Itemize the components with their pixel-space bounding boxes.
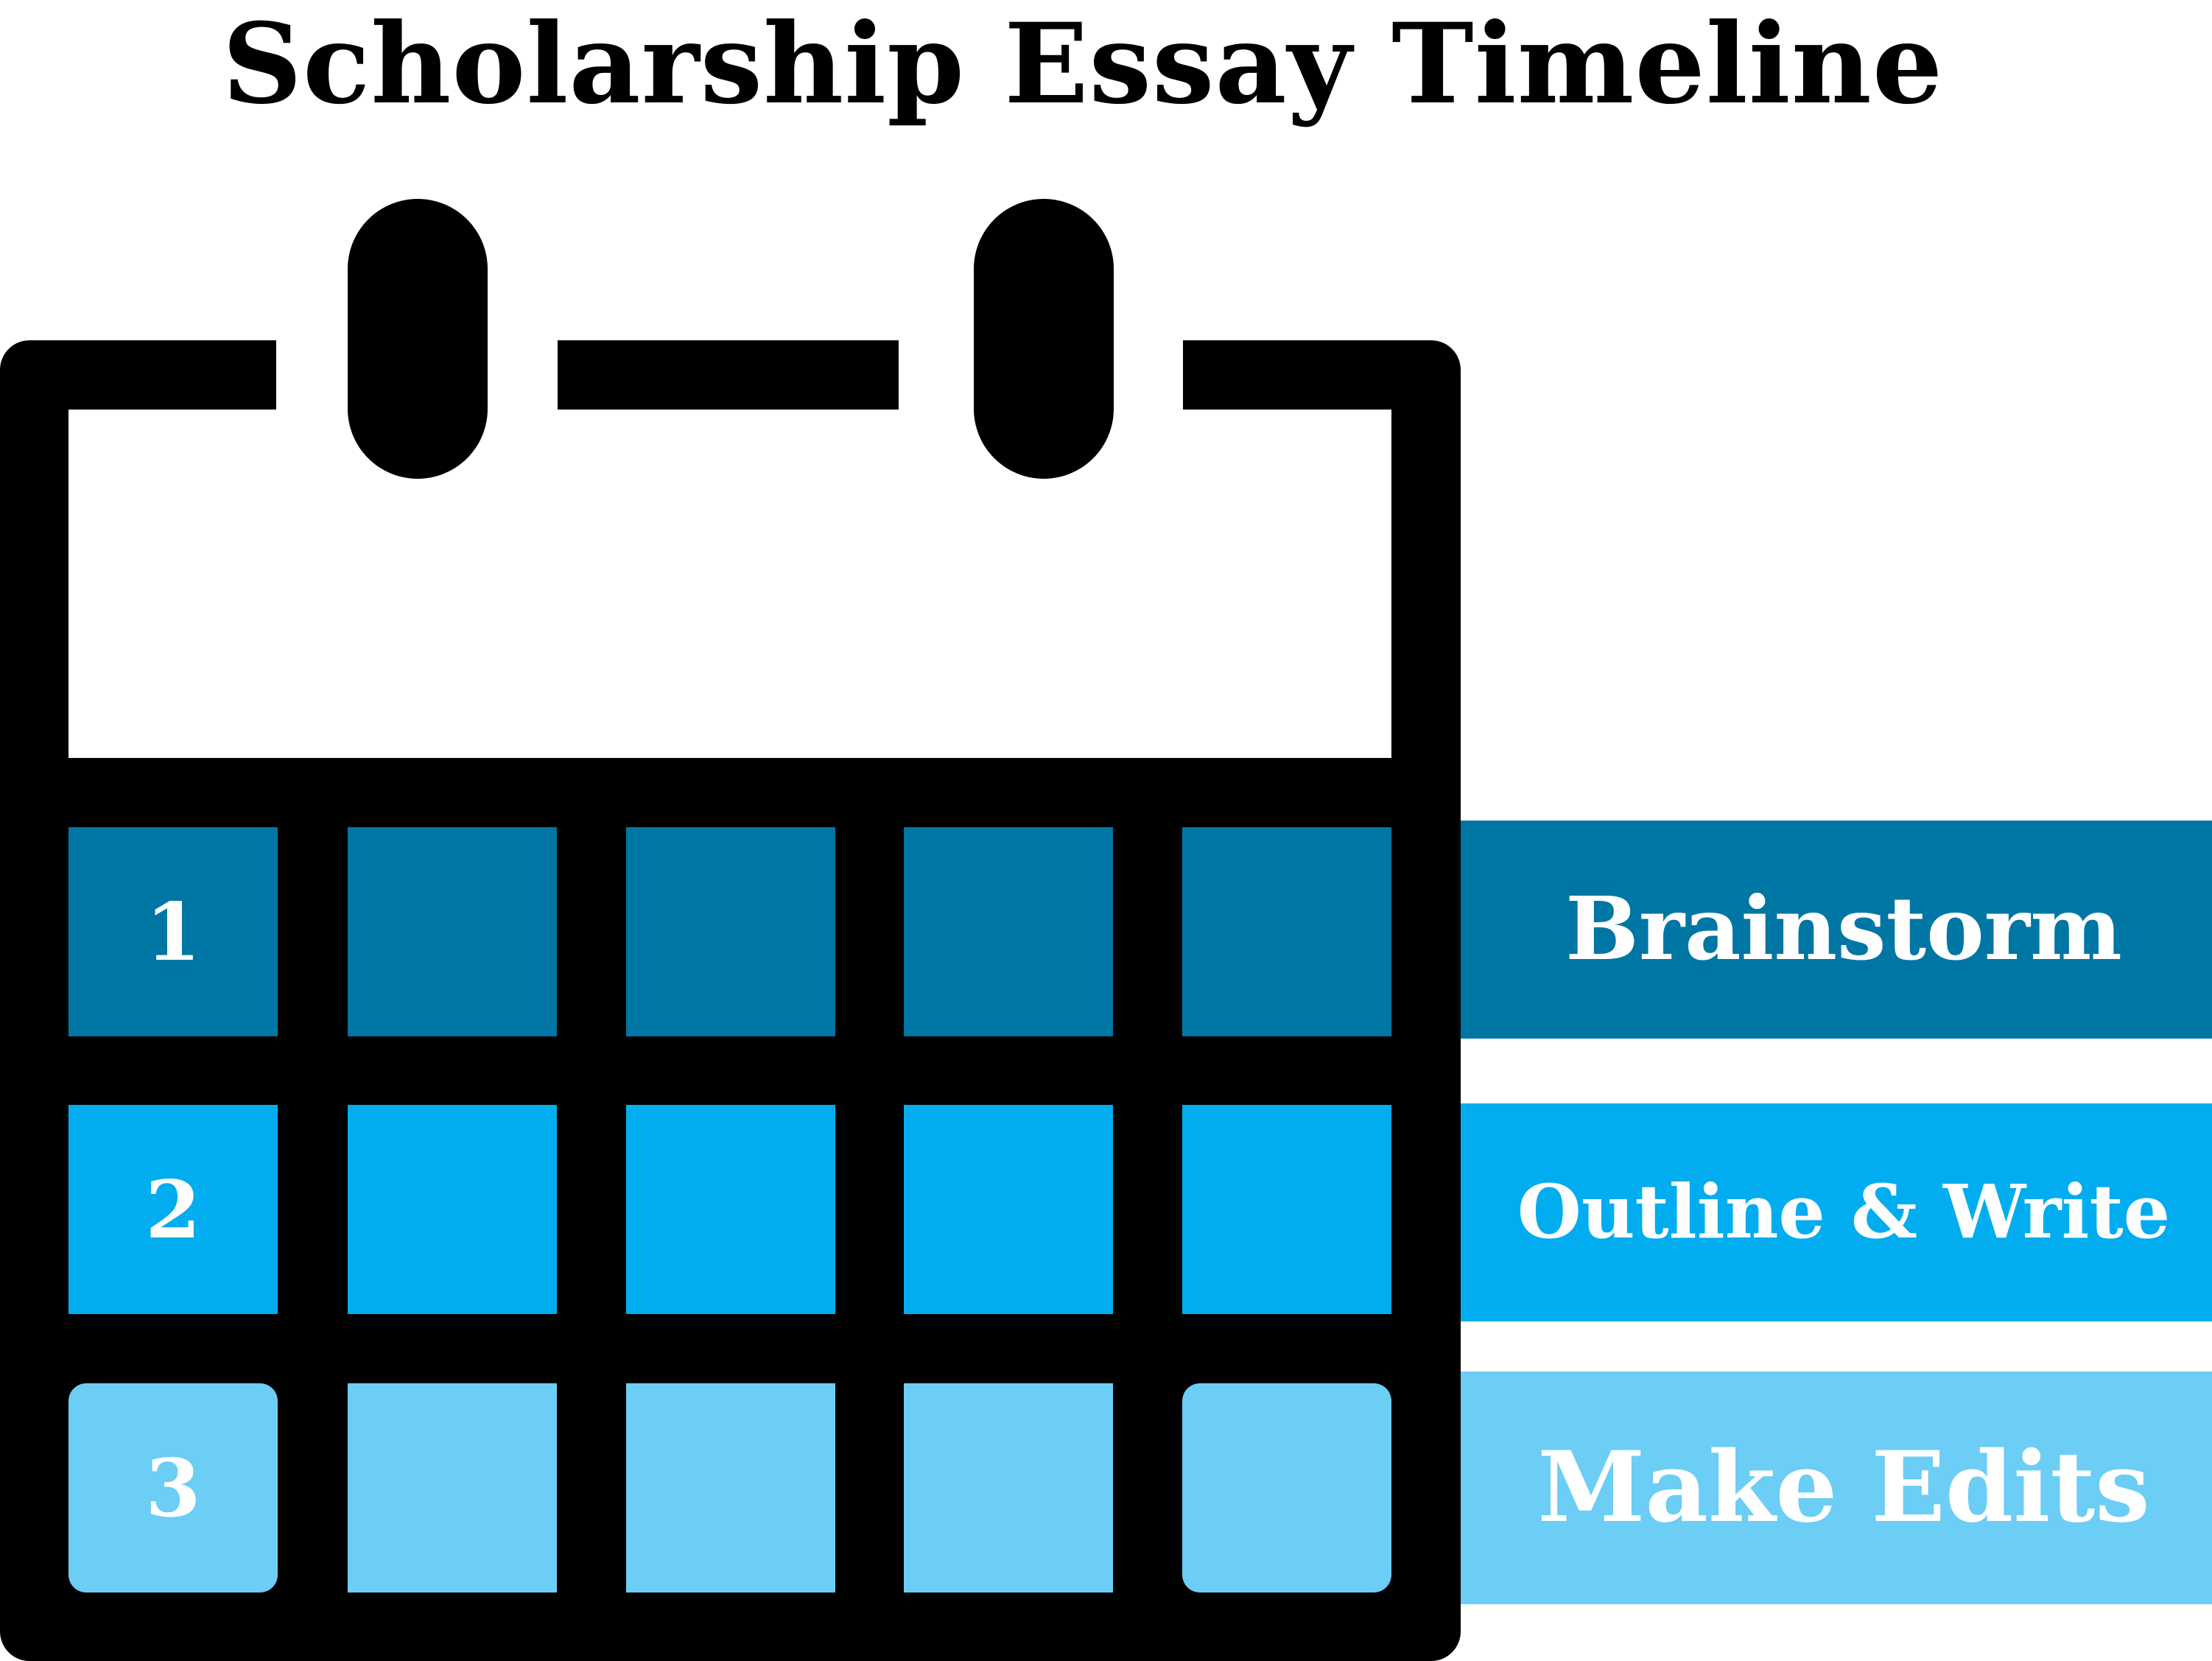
step-band-1 (1461, 821, 2212, 1039)
step-label: Make Edits (1537, 1430, 2149, 1545)
step-number: 3 (145, 1442, 200, 1535)
calendar-cell-row1-col2 (348, 827, 557, 1036)
step-number: 1 (145, 886, 200, 979)
calendar-cell-row3-col3 (626, 1383, 835, 1592)
calendar-cell-row1-col4 (904, 827, 1113, 1036)
calendar-cell-row3-col5 (1182, 1383, 1391, 1592)
calendar-cell-row2-col1 (69, 1105, 278, 1314)
calendar-cell-row3-col2 (348, 1383, 557, 1592)
calendar-cell-row1-col5 (1182, 827, 1391, 1036)
calendar-cell-row2-col4 (904, 1105, 1113, 1314)
calendar-header (69, 410, 1391, 758)
binder-ring-left-icon (348, 199, 488, 479)
calendar-cell-row2-col5 (1182, 1105, 1391, 1314)
calendar-cell-row1-col1 (69, 827, 278, 1036)
step-band-2 (1461, 1103, 2212, 1321)
calendar-cell-row2-col3 (626, 1105, 835, 1314)
calendar-grid: 1 2 3 (69, 827, 1391, 1592)
calendar-cell-row3-col1 (69, 1383, 278, 1592)
step-label: Outline & Write (1517, 1168, 2171, 1255)
step-number: 2 (145, 1164, 200, 1257)
binder-ring-right-icon (974, 199, 1114, 479)
step-band-3 (1461, 1372, 2212, 1604)
calendar-cell-row2-col2 (348, 1105, 557, 1314)
step-label: Brainstorm (1565, 877, 2122, 980)
calendar-cell-row3-col4 (904, 1383, 1113, 1592)
calendar-cell-row1-col3 (626, 827, 835, 1036)
page-title: Scholarship Essay Timeline (222, 0, 1944, 129)
